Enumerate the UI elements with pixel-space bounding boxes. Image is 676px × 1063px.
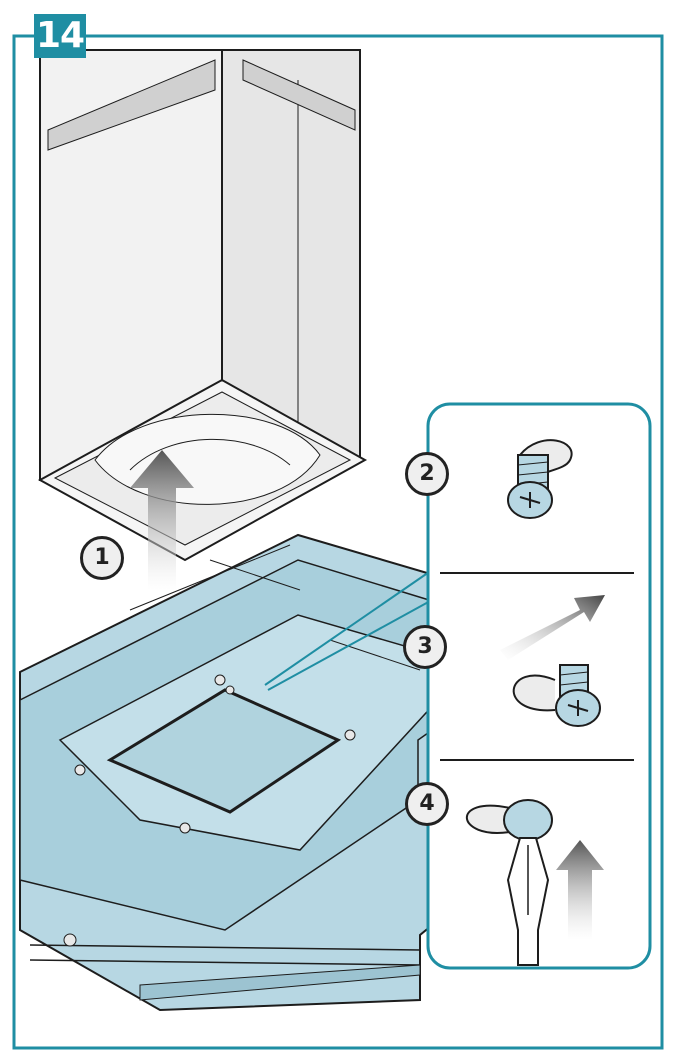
keyhole-slot-icon [512, 674, 556, 712]
callout-4: 4 [405, 782, 449, 826]
figure-frame [12, 34, 664, 1050]
diagonal-arrow-icon [500, 595, 605, 660]
leader-line [267, 599, 433, 691]
step-number-badge: 14 [34, 14, 86, 58]
screwdriver-icon [506, 837, 550, 966]
up-arrow-icon [130, 450, 194, 590]
screw-icon [503, 799, 553, 841]
callout-1: 1 [80, 536, 124, 580]
leader-line [264, 569, 433, 686]
filter-panel [106, 688, 342, 814]
screw-icon [555, 664, 601, 727]
callout-2: 2 [405, 452, 449, 496]
chimney-duct [37, 49, 368, 562]
up-arrow-icon [556, 840, 604, 940]
screw-icon [507, 439, 573, 519]
callout-3: 3 [403, 625, 447, 669]
keyhole-slot-icon [465, 804, 511, 834]
